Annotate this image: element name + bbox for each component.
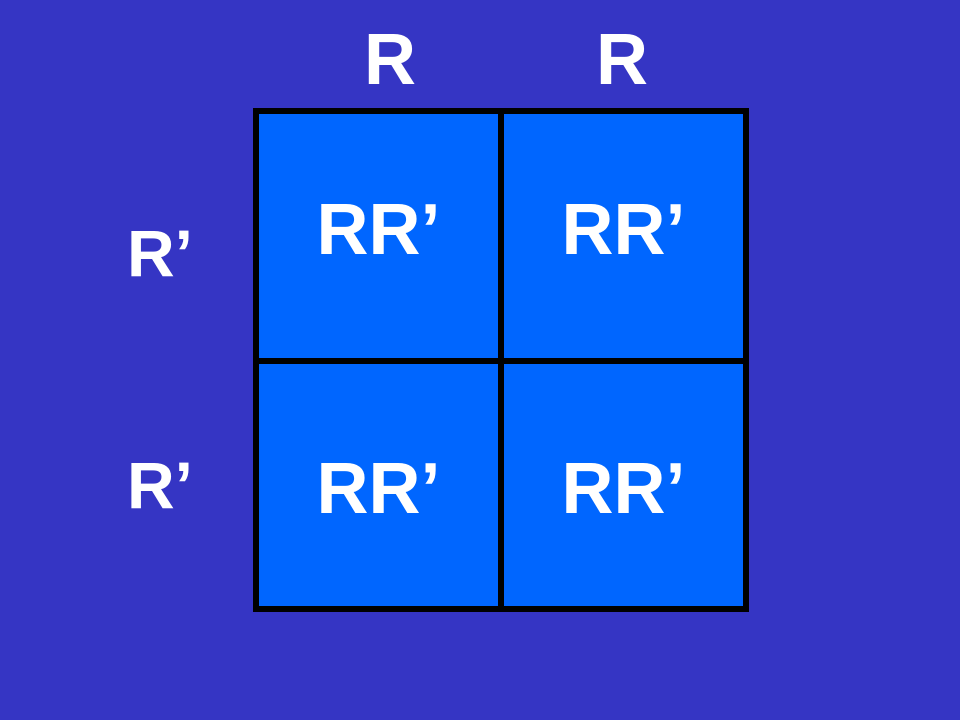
cell-genotype: RR’ — [316, 190, 441, 270]
grid-cell-bottom-right: RR’ — [504, 364, 743, 606]
punnett-grid: RR’ RR’ RR’ RR’ — [253, 108, 749, 612]
row-header-0: R’ — [127, 216, 193, 290]
grid-cell-bottom-left: RR’ — [259, 364, 498, 606]
row-header-1: R’ — [127, 448, 193, 522]
cell-genotype: RR’ — [561, 190, 686, 270]
column-header-1: R — [596, 20, 648, 100]
cell-genotype: RR’ — [316, 449, 441, 529]
grid-cell-top-right: RR’ — [504, 114, 743, 358]
column-header-0: R — [364, 20, 416, 100]
grid-cell-top-left: RR’ — [259, 114, 498, 358]
cell-genotype: RR’ — [561, 449, 686, 529]
